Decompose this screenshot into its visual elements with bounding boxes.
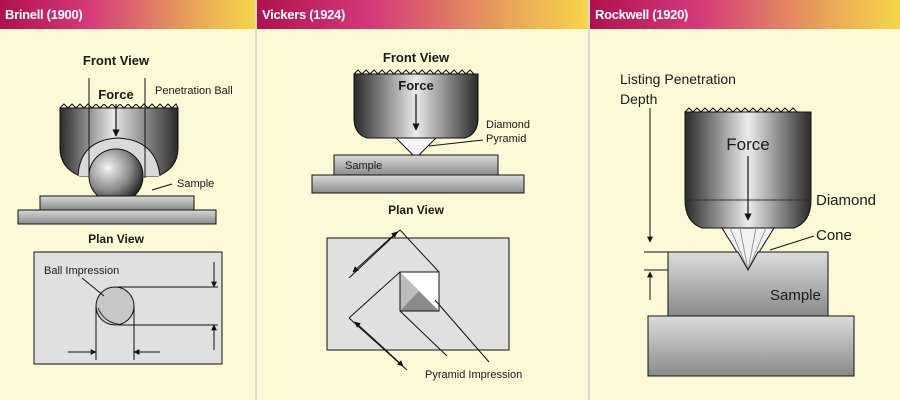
rockwell-serrated-edge (684, 107, 798, 113)
vickers-diagram: Front View Force Diamond Pyramid Sample … (311, 50, 530, 381)
rockwell-diamond-label: Diamond (816, 192, 876, 209)
vickers-title: Vickers (1924) (257, 0, 588, 29)
rockwell-title: Rockwell (1920) (590, 0, 900, 29)
vickers-diamond-label: Diamond (486, 119, 530, 131)
brinell-force-label: Force (98, 87, 133, 102)
brinell-sample-label: Sample (177, 178, 214, 190)
brinell-serrated-edge (59, 103, 179, 109)
brinell-penetration-ball (88, 148, 144, 204)
vickers-serrated-edge (353, 69, 475, 75)
brinell-ball-impression-label: Ball Impression (44, 265, 119, 277)
vickers-force-label: Force (398, 78, 433, 93)
vickers-sample-label: Sample (345, 160, 382, 172)
rockwell-cone-label: Cone (816, 227, 852, 244)
vickers-pyramid-impression (399, 271, 440, 312)
brinell-sample (39, 195, 195, 211)
vickers-base (311, 174, 525, 194)
brinell-diagram: Front View Force Penetration Ball Sample… (17, 53, 233, 365)
vickers-front-view-label: Front View (383, 50, 450, 65)
rockwell-force-label: Force (726, 135, 769, 154)
rockwell-listing-label-line2: Depth (620, 91, 657, 107)
panel-divider (255, 0, 257, 400)
brinell-panel: Brinell (1900) (0, 0, 255, 400)
vickers-pyramid-impression-label: Pyramid Impression (425, 369, 522, 381)
brinell-title: Brinell (1900) (0, 0, 255, 29)
vickers-plan-view-label: Plan View (388, 203, 444, 217)
rockwell-diagram: Listing Penetration Depth Force Diamond … (620, 71, 876, 377)
vickers-diamond-pyramid (394, 137, 438, 159)
vickers-pyramid-label: Pyramid (486, 133, 526, 145)
rockwell-base (647, 315, 855, 377)
rockwell-listing-label-line1: Listing Penetration (620, 71, 736, 87)
vickers-panel: Vickers (1924) Front View Force (257, 0, 588, 400)
panel-divider (588, 0, 590, 400)
brinell-base (17, 209, 217, 225)
rockwell-sample-label: Sample (770, 287, 821, 304)
brinell-ball-impression (95, 286, 135, 326)
brinell-plan-view-label: Plan View (88, 232, 144, 246)
brinell-penetration-ball-label: Penetration Ball (155, 85, 233, 97)
vickers-impression-face (400, 272, 419, 311)
rockwell-panel: Rockwell (1920) Listing Penetration Dept… (590, 0, 900, 400)
brinell-front-view-label: Front View (83, 53, 150, 68)
